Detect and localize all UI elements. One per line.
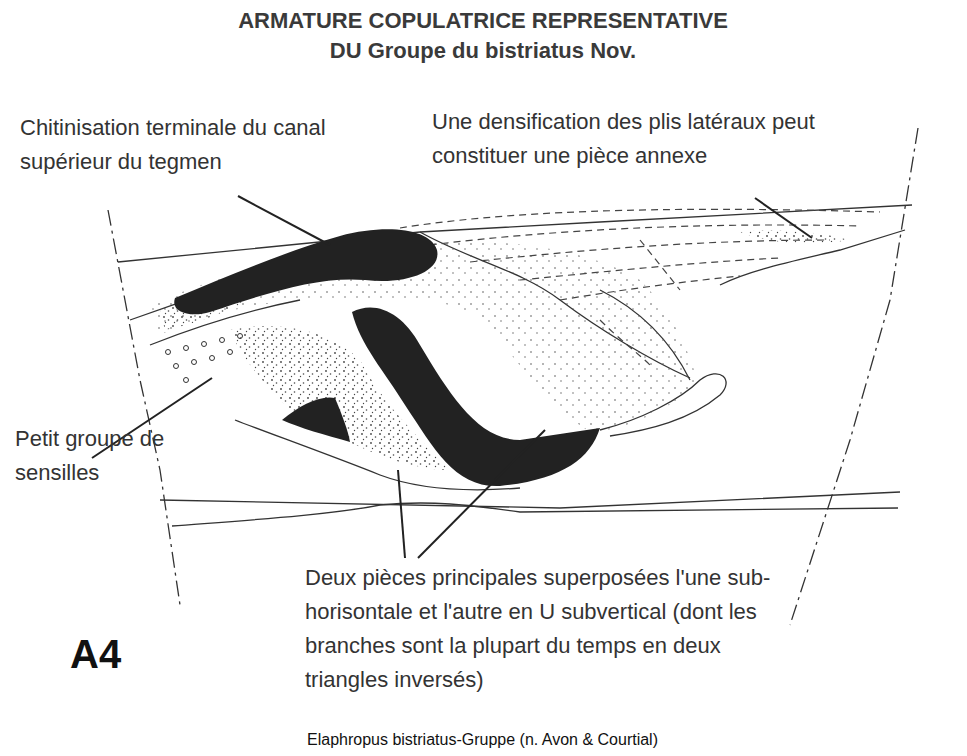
figure-number: A4 [70, 632, 190, 676]
sensilla [166, 334, 243, 383]
callout-label: Chitinisation terminale du canal supérie… [20, 111, 370, 179]
callout-label: Deux pièces principales superposées l'un… [305, 561, 800, 697]
leader-lines [92, 196, 812, 558]
callout-label: Petit groupe de sensilles [15, 422, 220, 490]
sclerites [174, 229, 600, 486]
diagram-title: ARMATURE COPULATRICE REPRESENTATIVE DU G… [223, 6, 743, 66]
callout-label: Une densification des plis latéraux peut… [432, 105, 882, 173]
figure-caption: Elaphropus bistriatus-Gruppe (n. Avon & … [307, 730, 658, 750]
outline [108, 128, 918, 625]
